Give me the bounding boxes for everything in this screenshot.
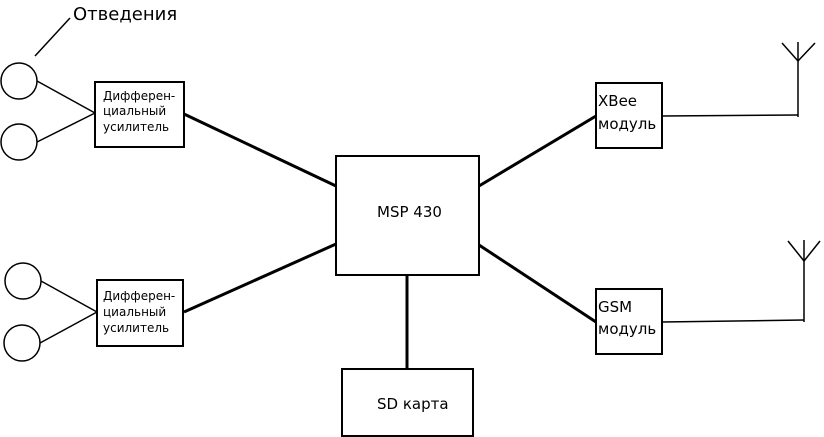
amp-bottom-line2: циальный [103, 305, 166, 319]
gsm-antenna-feed [661, 319, 805, 323]
amp-top-line3: усилитель [103, 120, 169, 134]
amp-bottom-mcu-link [183, 242, 337, 314]
amp-bottom-box [96, 279, 184, 347]
xbee-antenna-icon [781, 42, 816, 117]
mcu-label: MSP 430 [377, 203, 442, 221]
mcu-box [335, 155, 480, 276]
electrode-circle [3, 324, 41, 362]
gsm-antenna-icon [787, 240, 821, 322]
xbee-line1: XBee [598, 92, 637, 110]
electrodes-label: Отведения [73, 4, 177, 25]
electrode-wire [40, 280, 98, 313]
amp-top-line1: Дифферен- [103, 89, 175, 103]
amp-top-mcu-link [183, 112, 337, 188]
electrode-wire [39, 311, 98, 344]
xbee-antenna-feed [661, 114, 799, 117]
electrode-wire [36, 80, 96, 114]
amp-top-box [94, 81, 185, 148]
mcu-xbee-link [478, 114, 597, 188]
amp-bottom-line1: Дифферен- [103, 289, 175, 303]
electrode-wire [36, 112, 96, 143]
amp-top-line2: циальный [103, 104, 166, 118]
electrode-circle [0, 62, 38, 100]
gsm-line2: модуль [598, 320, 656, 338]
electrode-circle [4, 262, 42, 300]
gsm-box [595, 288, 663, 355]
gsm-line1: GSM [598, 298, 632, 316]
electrodes-pointer-line [34, 17, 71, 57]
sd-card-box [341, 368, 474, 437]
xbee-line2: модуль [598, 115, 656, 133]
mcu-gsm-link [478, 243, 597, 324]
electrode-circle [0, 123, 38, 161]
amp-bottom-line3: усилитель [103, 321, 169, 335]
sd-card-label: SD карта [377, 395, 449, 413]
